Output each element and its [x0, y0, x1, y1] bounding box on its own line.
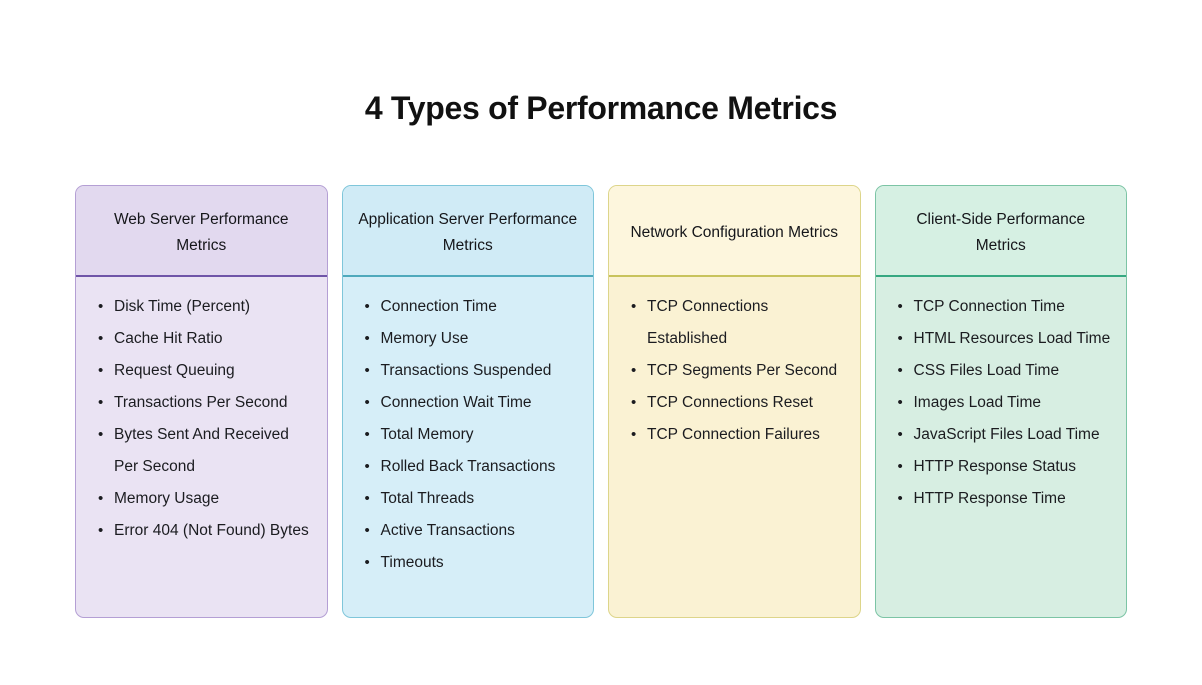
metric-card-title: Web Server Performance Metrics: [76, 186, 327, 277]
list-item: • Transactions Per Second: [98, 387, 313, 419]
list-item: • TCP Connections Established: [631, 291, 846, 355]
list-item-label: Cache Hit Ratio: [114, 330, 223, 347]
bullet-icon: •: [364, 490, 370, 507]
metric-card-body: • TCP Connections Established • TCP Segmen…: [609, 277, 860, 617]
bullet-icon: •: [98, 426, 104, 443]
list-item-label: CSS Files Load Time: [913, 362, 1060, 379]
list-item-label: JavaScript Files Load Time: [913, 426, 1100, 443]
list-item-label: Total Threads: [380, 490, 475, 507]
list-item-label: Images Load Time: [913, 394, 1042, 411]
list-item-label: Total Memory: [380, 426, 474, 443]
bullet-icon: •: [364, 298, 370, 315]
bullet-icon: •: [364, 522, 370, 539]
list-item-label: HTML Resources Load Time: [913, 330, 1111, 347]
list-item: • Timeouts: [365, 547, 580, 579]
bullet-icon: •: [98, 298, 104, 315]
metric-card-web-server: Web Server Performance Metrics • Disk Tim…: [75, 185, 328, 618]
list-item: • CSS Files Load Time: [898, 355, 1113, 387]
list-item: • Cache Hit Ratio: [98, 323, 313, 355]
list-item: • Memory Use: [365, 323, 580, 355]
list-item-label: Timeouts: [380, 554, 444, 571]
bullet-icon: •: [897, 426, 903, 443]
bullet-icon: •: [364, 426, 370, 443]
metric-list: • Disk Time (Percent) • Cache Hit Ratio • R…: [86, 291, 317, 547]
list-item-label: Connection Time: [380, 298, 497, 315]
list-item: • Bytes Sent And Received Per Second: [98, 419, 313, 483]
page-title: 4 Types of Performance Metrics: [364, 90, 838, 126]
bullet-icon: •: [897, 458, 903, 475]
list-item-label: HTTP Response Time: [913, 490, 1066, 507]
list-item: • Active Transactions: [365, 515, 580, 547]
bullet-icon: •: [631, 394, 637, 411]
list-item: • Rolled Back Transactions: [365, 451, 580, 483]
bullet-icon: •: [897, 490, 903, 507]
metric-card-body: • Disk Time (Percent) • Cache Hit Ratio • R…: [76, 277, 327, 617]
bullet-icon: •: [897, 330, 903, 347]
list-item: • Total Threads: [365, 483, 580, 515]
list-item: • Images Load Time: [898, 387, 1113, 419]
bullet-icon: •: [897, 394, 903, 411]
list-item-label: Bytes Sent And Received Per Second: [114, 426, 289, 475]
bullet-icon: •: [98, 362, 104, 379]
list-item: • TCP Connections Reset: [631, 387, 846, 419]
metric-card-client-side: Client-Side Performance Metrics • TCP Con…: [874, 185, 1127, 618]
list-item-label: Disk Time (Percent): [114, 298, 251, 315]
list-item: • Total Memory: [365, 419, 580, 451]
metric-card-body: • Connection Time • Memory Use • Transactio…: [343, 277, 594, 617]
list-item: • Connection Time: [365, 291, 580, 323]
list-item: • HTML Resources Load Time: [898, 323, 1113, 355]
list-item: • Connection Wait Time: [365, 387, 580, 419]
list-item-label: TCP Connection Failures: [647, 426, 820, 443]
metric-list: • TCP Connections Established • TCP Segmen…: [619, 291, 850, 451]
bullet-icon: •: [98, 330, 104, 347]
bullet-icon: •: [98, 490, 104, 507]
bullet-icon: •: [897, 362, 903, 379]
list-item-label: HTTP Response Status: [913, 458, 1077, 475]
list-item: • Transactions Suspended: [365, 355, 580, 387]
list-item-label: Connection Wait Time: [380, 394, 532, 411]
list-item: • TCP Connection Time: [898, 291, 1113, 323]
list-item-label: Memory Usage: [114, 490, 220, 507]
list-item: • JavaScript Files Load Time: [898, 419, 1113, 451]
bullet-icon: •: [364, 458, 370, 475]
list-item-label: Memory Use: [380, 330, 469, 347]
list-item: • HTTP Response Time: [898, 483, 1113, 515]
list-item-label: TCP Connection Time: [913, 298, 1065, 315]
list-item: • Disk Time (Percent): [98, 291, 313, 323]
list-item-label: Rolled Back Transactions: [380, 458, 556, 475]
list-item-label: Request Queuing: [114, 362, 235, 379]
bullet-icon: •: [631, 362, 637, 379]
bullet-icon: •: [364, 330, 370, 347]
metric-card-title: Application Server Performance Metrics: [342, 186, 593, 277]
bullet-icon: •: [364, 554, 370, 571]
metric-card-title: Client-Side Performance Metrics: [875, 186, 1126, 277]
metric-card-body: • TCP Connection Time • HTML Resources Loa…: [876, 277, 1127, 617]
bullet-icon: •: [98, 394, 104, 411]
list-item-label: Transactions Per Second: [114, 394, 288, 411]
bullet-icon: •: [631, 298, 637, 315]
list-item-label: Active Transactions: [380, 522, 515, 539]
list-item: • Memory Usage: [98, 483, 313, 515]
list-item: • HTTP Response Status: [898, 451, 1113, 483]
metric-list: • Connection Time • Memory Use • Transactio…: [353, 291, 584, 579]
metric-list: • TCP Connection Time • HTML Resources Loa…: [886, 291, 1117, 515]
list-item: • Request Queuing: [98, 355, 313, 387]
list-item-label: Error 404 (Not Found) Bytes: [114, 522, 309, 539]
list-item-label: TCP Connections Reset: [647, 394, 813, 411]
metric-card-title: Network Configuration Metrics: [609, 186, 860, 277]
bullet-icon: •: [98, 522, 104, 539]
list-item: • TCP Connection Failures: [631, 419, 846, 451]
metric-card-network-configuration: Network Configuration Metrics • TCP Conne…: [608, 185, 861, 618]
bullet-icon: •: [364, 362, 370, 379]
metric-card-application-server: Application Server Performance Metrics •…: [341, 185, 594, 618]
list-item-label: TCP Connections Established: [647, 298, 769, 347]
bullet-icon: •: [364, 394, 370, 411]
list-item-label: Transactions Suspended: [380, 362, 552, 379]
list-item: • Error 404 (Not Found) Bytes: [98, 515, 313, 547]
list-item: • TCP Segments Per Second: [631, 355, 846, 387]
list-item-label: TCP Segments Per Second: [647, 362, 838, 379]
bullet-icon: •: [631, 426, 637, 443]
bullet-icon: •: [897, 298, 903, 315]
metric-columns: Web Server Performance Metrics • Disk Tim…: [75, 185, 1127, 618]
